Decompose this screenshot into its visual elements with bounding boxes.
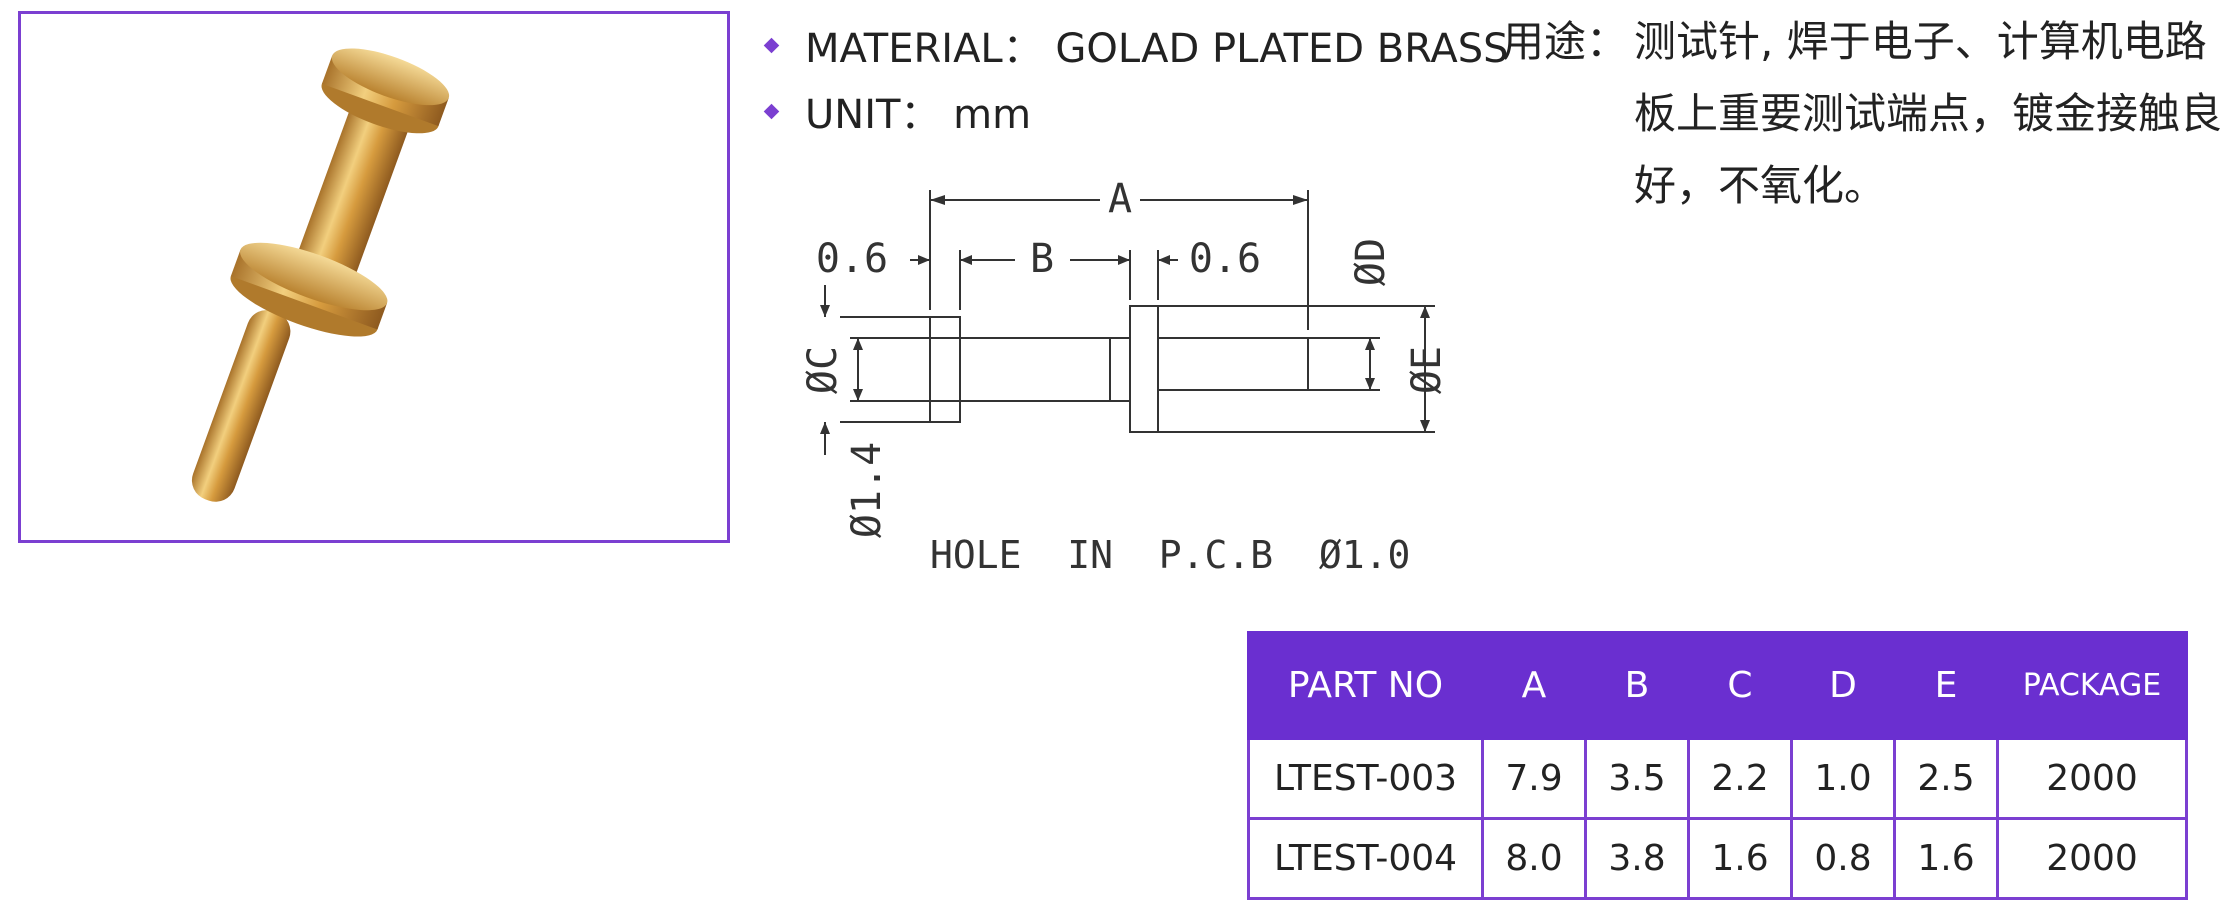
product-photo-frame: [18, 11, 730, 543]
cell-part-no: LTEST-003: [1247, 737, 1484, 820]
dimension-drawing: A B 0.6 0.6 ØC Ø1.4 ØD ØE HOLE IN P.C.B …: [800, 176, 1450, 577]
table-row: LTEST-003 7.9 3.5 2.2 1.0 2.5 2000: [1247, 737, 2188, 820]
technical-drawing: A B 0.6 0.6 ØC Ø1.4 ØD ØE HOLE IN P.C.B …: [780, 170, 1480, 590]
dim-c-label: ØC: [800, 346, 846, 394]
flange-left-label: 0.6: [816, 236, 888, 282]
unit-text: UNIT： mm: [805, 92, 1032, 138]
usage-label: 用途：: [1502, 17, 1629, 66]
dim-e-label: ØE: [1404, 346, 1450, 394]
cell-a: 8.0: [1481, 817, 1587, 900]
cell-b: 3.8: [1584, 817, 1690, 900]
pin-dia-label: Ø1.4: [844, 442, 890, 538]
cell-a: 7.9: [1481, 737, 1587, 820]
dim-a-label: A: [1108, 176, 1132, 222]
cell-d: 0.8: [1790, 817, 1896, 900]
table-header-row: PART NO A B C D E PACKAGE: [1247, 631, 2188, 740]
cell-e: 1.6: [1893, 817, 1999, 900]
cell-c: 2.2: [1687, 737, 1793, 820]
pin-shape: [1157, 337, 1309, 391]
spec-list: MATERIAL： GOLAD PLATED BRASS UNIT： mm: [760, 12, 1509, 144]
usage-text: 测试针, 焊于电子、计算机电路板上重要测试端点，镀金接触良好，不氧化。: [1634, 17, 2222, 210]
header-part-no: PART NO: [1247, 631, 1484, 740]
header-e: E: [1893, 631, 1999, 740]
cell-package: 2000: [1996, 737, 2188, 820]
cell-c: 1.6: [1687, 817, 1793, 900]
shaft-shape: [959, 337, 1111, 402]
diamond-bullet-icon: [763, 37, 780, 53]
header-b: B: [1584, 631, 1690, 740]
spec-item-unit: UNIT： mm: [760, 78, 1509, 144]
hole-note: HOLE IN P.C.B Ø1.0: [930, 533, 1410, 577]
right-flange-shape: [1129, 305, 1159, 433]
table-row: LTEST-004 8.0 3.8 1.6 0.8 1.6 2000: [1247, 817, 2188, 900]
dim-b-label: B: [1030, 236, 1054, 282]
cell-part-no: LTEST-004: [1247, 817, 1484, 900]
left-flange-shape: [929, 316, 961, 423]
header-c: C: [1687, 631, 1793, 740]
material-text: MATERIAL： GOLAD PLATED BRASS: [805, 26, 1509, 72]
dim-d-label: ØD: [1348, 238, 1394, 286]
header-d: D: [1790, 631, 1896, 740]
cell-d: 1.0: [1790, 737, 1896, 820]
spec-table: PART NO A B C D E PACKAGE LTEST-003 7.9 …: [1247, 631, 2188, 900]
test-pin-photo: [191, 48, 450, 502]
spec-item-material: MATERIAL： GOLAD PLATED BRASS: [760, 12, 1509, 78]
header-a: A: [1481, 631, 1587, 740]
cell-b: 3.5: [1584, 737, 1690, 820]
header-package: PACKAGE: [1996, 631, 2188, 740]
flange-right-label: 0.6: [1189, 236, 1261, 282]
cell-e: 2.5: [1893, 737, 1999, 820]
diamond-bullet-icon: [763, 103, 780, 119]
cell-package: 2000: [1996, 817, 2188, 900]
